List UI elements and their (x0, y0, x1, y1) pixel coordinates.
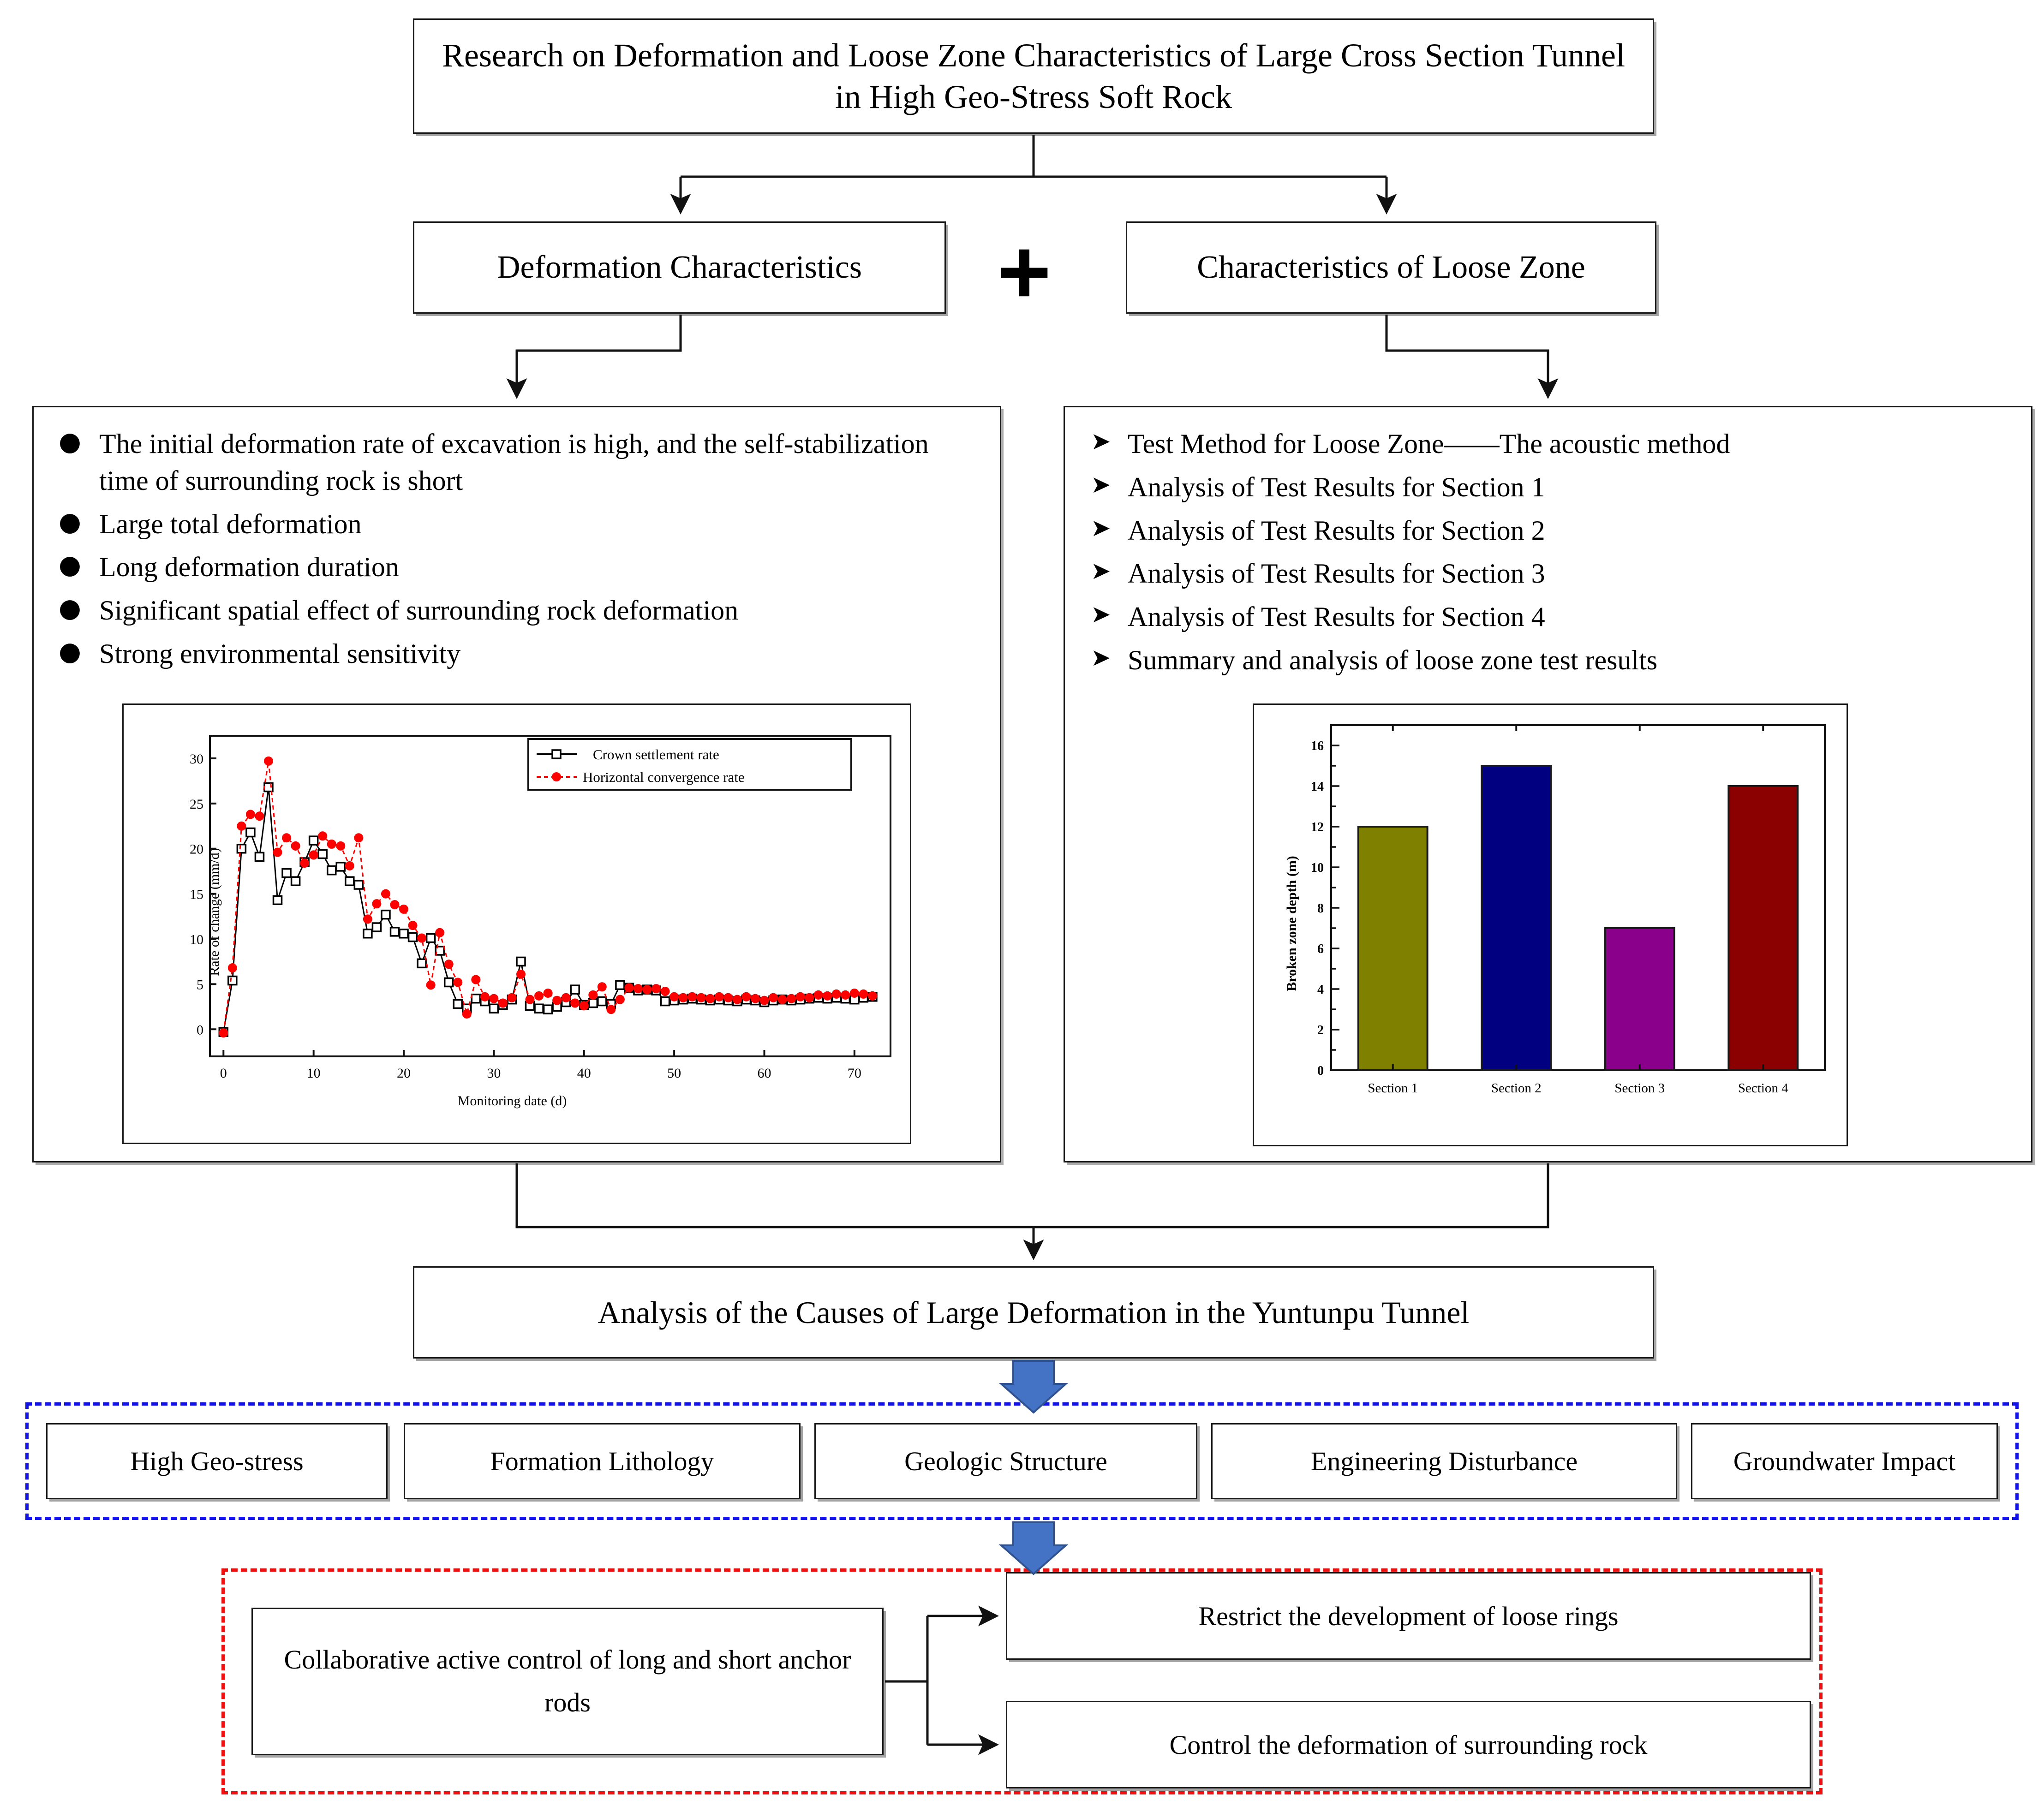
list-item: ● Long deformation duration (55, 549, 981, 586)
arrow-bullet-icon: ➤ (1091, 428, 1111, 455)
list-item-label: Analysis of Test Results for Section 3 (1128, 558, 1545, 589)
list-item: ➤ Test Method for Loose Zone——The acousti… (1086, 426, 2013, 463)
list-item-label: Large total deformation (99, 508, 362, 539)
list-item-label: Summary and analysis of loose zone test … (1128, 644, 1658, 675)
disc-bullet-icon: ● (59, 427, 81, 457)
list-item: ➤ Analysis of Test Results for Section 4 (1086, 599, 2013, 636)
bar-chart-frame (1253, 703, 1848, 1146)
arrow-bullet-icon: ➤ (1091, 514, 1111, 542)
cause-box-engineering-disturbance: Engineering Disturbance (1211, 1423, 1677, 1499)
connector-title-to-branches (670, 135, 1397, 215)
cause-box-geologic-structure: Geologic Structure (814, 1423, 1197, 1499)
arrow-bullet-icon: ➤ (1091, 471, 1111, 499)
list-item-label: Analysis of Test Results for Section 4 (1128, 602, 1545, 632)
outcome-control-deformation-box: Control the deformation of surrounding r… (1006, 1701, 1811, 1788)
outcome-restrict-loose-rings-box: Restrict the development of loose rings (1006, 1572, 1811, 1660)
loose-zone-bullet-list: ➤ Test Method for Loose Zone——The acousti… (1065, 407, 2031, 679)
list-item: ● Significant spatial effect of surroundi… (55, 592, 981, 629)
list-item: ➤ Analysis of Test Results for Section 2 (1086, 513, 2013, 549)
list-item-label: Significant spatial effect of surroundin… (99, 595, 739, 626)
cause-box-high-geo-stress: High Geo-stress (46, 1423, 388, 1499)
list-item-label: Long deformation duration (99, 552, 399, 583)
branch-loose-zone-characteristics: Characteristics of Loose Zone (1126, 221, 1656, 314)
list-item: ➤ Analysis of Test Results for Section 1 (1086, 469, 2013, 506)
connector-branches-to-panels (506, 315, 1559, 399)
cause-box-formation-lithology: Formation Lithology (404, 1423, 801, 1499)
arrow-bullet-icon: ➤ (1091, 644, 1111, 672)
connector-panels-to-causes (515, 1163, 1549, 1260)
cause-box-groundwater-impact: Groundwater Impact (1691, 1423, 1998, 1499)
fat-arrow-down-2 (998, 1521, 1069, 1575)
list-item-label: The initial deformation rate of excavati… (99, 429, 929, 496)
disc-bullet-icon: ● (59, 550, 81, 580)
bar-chart-y-axis-label: Broken zone depth (m) (1284, 856, 1299, 991)
list-item: ● Large total deformation (55, 506, 981, 543)
arrow-bullet-icon: ➤ (1091, 557, 1111, 585)
list-item: ● The initial deformation rate of excavat… (55, 426, 981, 500)
branch-deformation-characteristics: Deformation Characteristics (413, 221, 946, 314)
list-item-label: Analysis of Test Results for Section 2 (1128, 515, 1545, 546)
list-item: ➤ Summary and analysis of loose zone test… (1086, 642, 2013, 679)
page-title: Research on Deformation and Loose Zone C… (413, 18, 1654, 134)
arrow-bullet-icon: ➤ (1091, 601, 1111, 629)
disc-bullet-icon: ● (59, 593, 81, 624)
anchor-rod-control-box: Collaborative active control of long and… (251, 1608, 884, 1755)
causes-analysis-box: Analysis of the Causes of Large Deformat… (413, 1266, 1654, 1359)
list-item-label: Test Method for Loose Zone——The acoustic… (1128, 429, 1730, 459)
list-item-label: Strong environmental sensitivity (99, 638, 461, 669)
line-chart-y-axis-label: Rate of change (mm/d) (207, 848, 222, 976)
disc-bullet-icon: ● (59, 507, 81, 537)
line-chart-x-axis-label: Monitoring date (d) (457, 1093, 567, 1109)
plus-icon: + (997, 221, 1052, 323)
disc-bullet-icon: ● (59, 636, 81, 667)
deformation-bullet-list: ● The initial deformation rate of excavat… (34, 407, 1000, 673)
list-item-label: Analysis of Test Results for Section 1 (1128, 471, 1545, 502)
list-item: ● Strong environmental sensitivity (55, 636, 981, 673)
list-item: ➤ Analysis of Test Results for Section 3 (1086, 555, 2013, 592)
line-chart-frame (122, 703, 911, 1144)
